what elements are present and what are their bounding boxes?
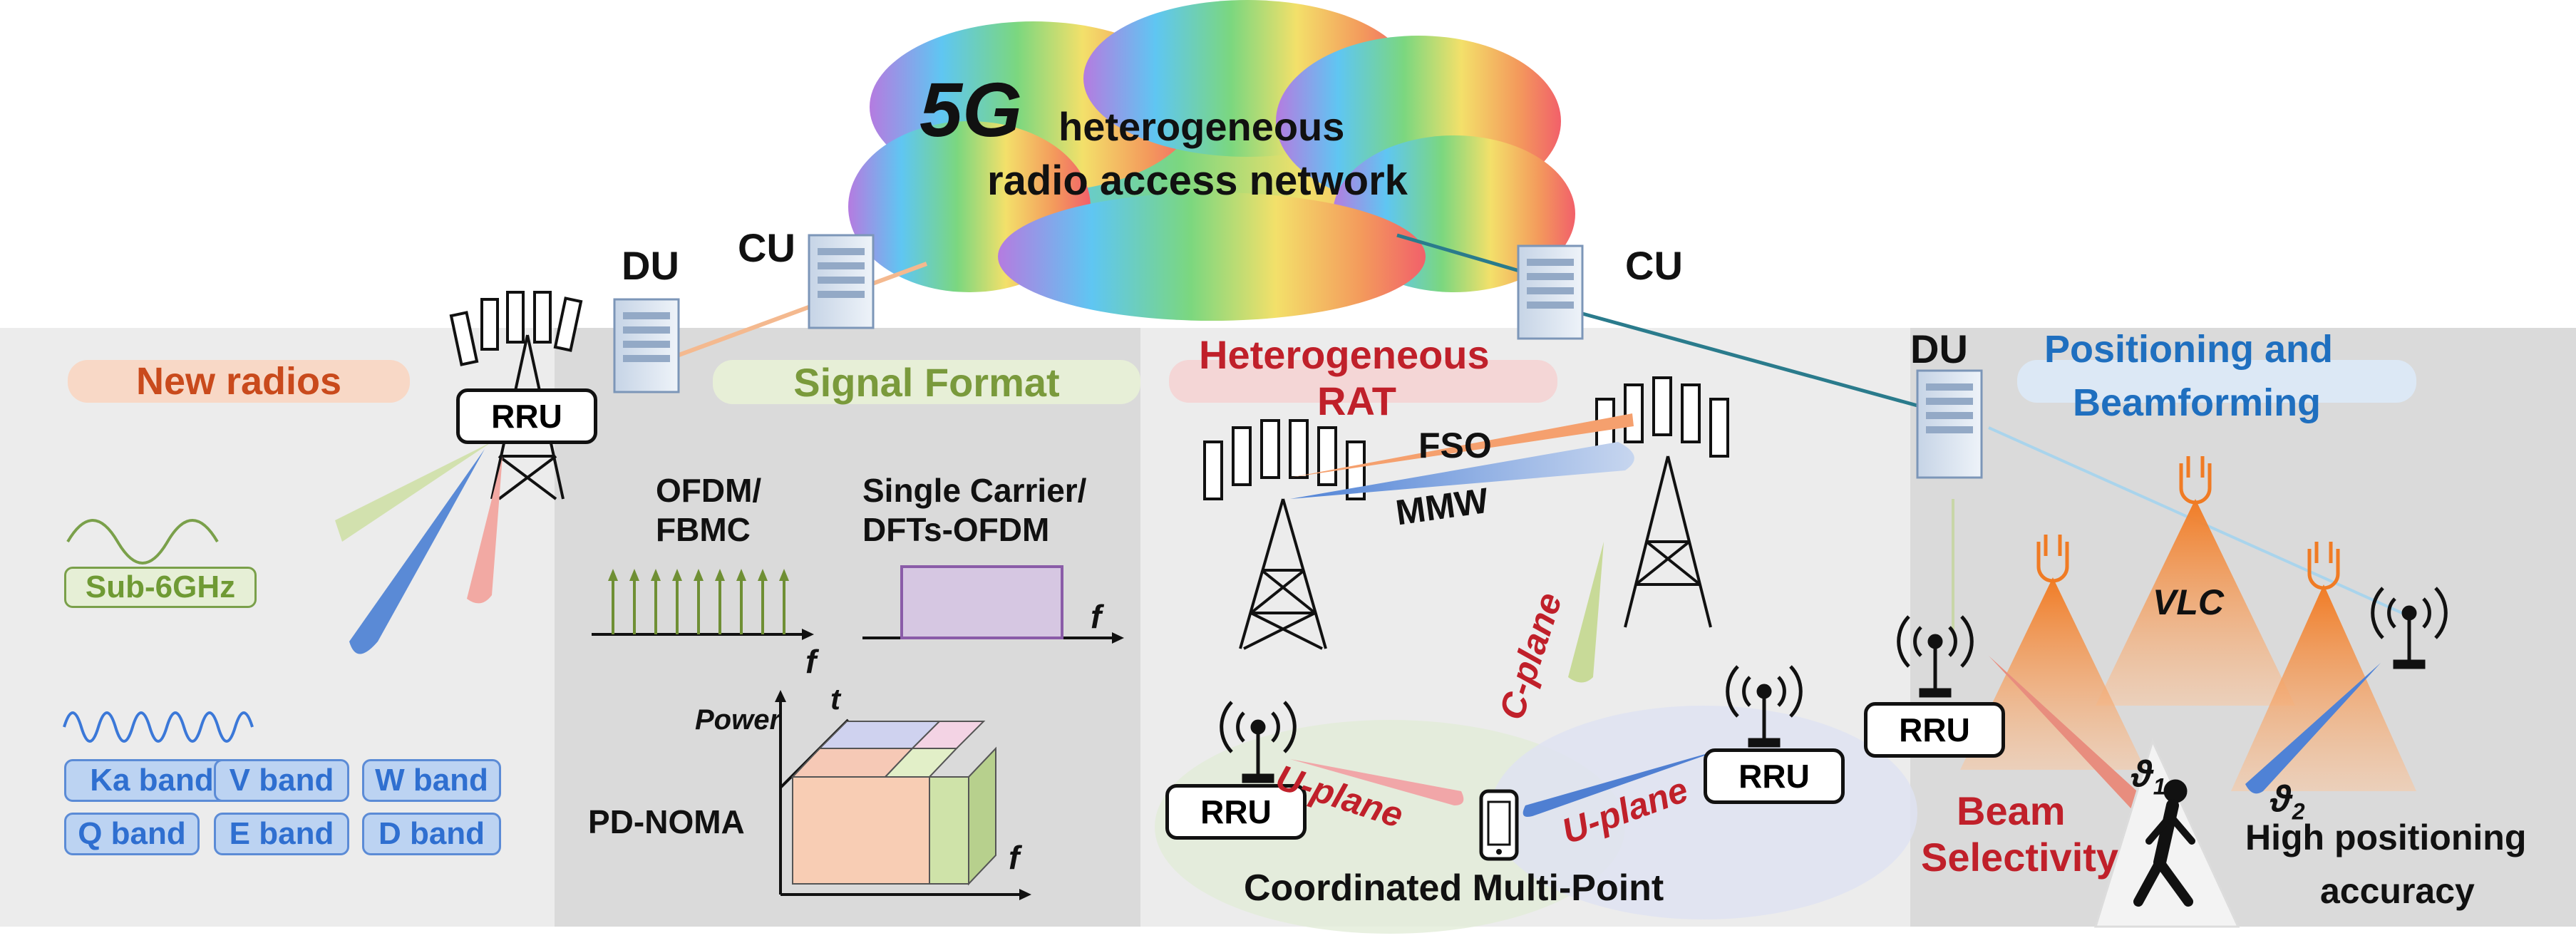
beam-c-plane — [1568, 542, 1604, 683]
cu-right-server-icon — [1517, 244, 1584, 340]
single-carrier-f-axis-label: f — [1091, 598, 1102, 635]
vlc-cone-right — [2231, 584, 2416, 791]
vlc-cone-left — [1960, 577, 2145, 770]
band-e: E band — [214, 813, 349, 855]
beam-selectivity-red — [1989, 656, 2153, 814]
beam-green-left — [335, 442, 492, 542]
du-right-server-icon — [1916, 369, 1983, 479]
theta2-subscript: 2 — [2292, 798, 2305, 825]
vlc-lamp-center-icon — [2179, 456, 2212, 505]
rat-title-line1: Heterogeneous — [1199, 332, 1490, 377]
single-carrier-spectrum-plot — [862, 565, 1124, 644]
cu-left-server-icon — [808, 234, 875, 329]
cloud-5g-label: 5G — [919, 66, 1023, 153]
link-cu-du-right — [1582, 311, 1947, 416]
pd-noma-cube — [775, 690, 1031, 900]
single-carrier-label-line1: Single Carrier/ — [862, 472, 1087, 509]
pd-noma-label: PD-NOMA — [588, 803, 745, 840]
band-w: W band — [362, 759, 501, 802]
ofdm-f-axis-label: f — [805, 643, 817, 680]
cu-right-label: CU — [1625, 243, 1683, 288]
ofdm-label-line2: FBMC — [656, 511, 751, 548]
new-radios-title: New radios — [68, 360, 410, 403]
single-carrier-label-line2: DFTs-OFDM — [862, 511, 1050, 548]
rru-left-box: RRU — [456, 388, 597, 444]
beam-blue-left — [349, 449, 485, 654]
antenna-positioning-left-icon — [1897, 615, 1974, 698]
beam-mmw — [1290, 442, 1634, 499]
beam-red-left — [467, 456, 503, 604]
ofdm-spectrum-plot — [592, 569, 814, 640]
walking-person-icon — [2133, 779, 2195, 907]
beam-selectivity-line2: Selectivity — [1921, 835, 2119, 880]
theta2-symbol: ϑ — [2270, 778, 2292, 820]
positioning-title-line1: Positioning and — [2044, 328, 2333, 371]
mmwave-wave-icon — [63, 711, 254, 743]
positioning-title-background — [2017, 360, 2416, 403]
band-ka: Ka band — [64, 759, 239, 802]
theta1-subscript: 1 — [2153, 773, 2166, 800]
cu-left-label: CU — [738, 225, 795, 270]
cloud-shape — [848, 0, 1575, 321]
beam-u-plane-right — [1523, 748, 1725, 817]
cloud-heterogeneous-label: heterogeneous — [1058, 104, 1345, 149]
beam-blue-right — [2245, 663, 2381, 794]
band-q: Q band — [64, 813, 200, 855]
high-positioning-line2: accuracy — [2320, 871, 2475, 911]
rat-title-background — [1169, 360, 1557, 403]
du-left-label: DU — [622, 243, 679, 288]
vlc-lamp-left-icon — [2036, 535, 2069, 583]
beam-fso — [1290, 413, 1634, 478]
comp-label: Coordinated Multi-Point — [1244, 867, 1664, 909]
positioning-title-line2: Beamforming — [2073, 381, 2322, 424]
sub6-label: Sub-6GHz — [64, 567, 257, 608]
t-axis-label: t — [830, 682, 840, 716]
theta2-label: ϑ2 — [2270, 780, 2305, 823]
ofdm-label-line1: OFDM/ — [656, 472, 762, 509]
rru-comp-left-box: RRU — [1165, 784, 1307, 840]
signal-format-title: Signal Format — [713, 360, 1140, 405]
du-right-label: DU — [1910, 326, 1968, 371]
vlc-cone-center — [2096, 499, 2295, 706]
fso-label: FSO — [1418, 426, 1492, 465]
vlc-lamp-right-icon — [2307, 542, 2340, 590]
cloud-ran-label: radio access network — [987, 158, 1408, 204]
beam-selectivity-line1: Beam — [1957, 788, 2066, 833]
antenna-right-icon — [1726, 665, 1803, 748]
rru-comp-right-box: RRU — [1704, 748, 1845, 804]
theta1-symbol: ϑ — [2131, 753, 2153, 795]
theta1-label: ϑ1 — [2131, 756, 2166, 798]
power-axis-label: Power — [695, 704, 781, 736]
vlc-label: VLC — [2153, 582, 2224, 622]
rat-title-line2: RAT — [1317, 378, 1396, 423]
band-v: V band — [214, 759, 349, 802]
band-d: D band — [362, 813, 501, 855]
sub6-wave-icon — [66, 519, 219, 565]
smartphone-icon — [1479, 789, 1519, 861]
link-cu-du-left — [654, 262, 928, 366]
antenna-positioning-right-icon — [2371, 587, 2448, 669]
du-left-server-icon — [613, 298, 680, 393]
rru-positioning-box: RRU — [1864, 702, 2005, 758]
antenna-left-icon — [1220, 701, 1297, 783]
high-positioning-line1: High positioning — [2245, 818, 2527, 857]
beam-u-plane-left — [1290, 759, 1464, 805]
noma-f-axis-label: f — [1009, 839, 1020, 876]
